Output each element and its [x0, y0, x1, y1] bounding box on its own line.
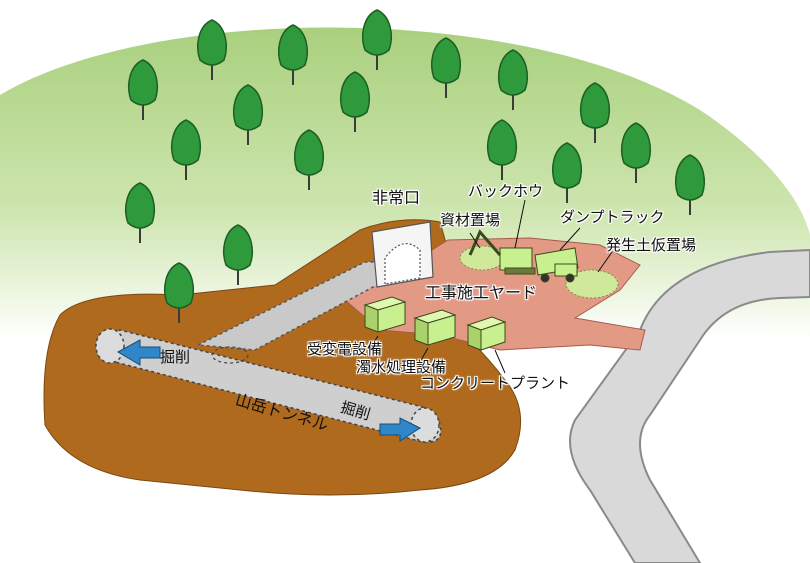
label-substation: 受変電設備	[307, 340, 383, 358]
tree	[128, 59, 158, 120]
tree	[621, 122, 651, 183]
tree	[125, 182, 155, 243]
label-emergency-exit: 非常口	[372, 188, 421, 207]
tree	[197, 19, 227, 80]
label-spoil-yard: 発生土仮置場	[606, 236, 697, 254]
tree	[675, 154, 705, 215]
label-material-yard: 資材置場	[440, 211, 501, 229]
tree	[171, 119, 201, 180]
label-excavation-left: 掘削	[160, 348, 191, 366]
tunnel-portal-right	[410, 407, 440, 443]
tree	[164, 262, 194, 323]
label-backhoe: バックホウ	[468, 182, 544, 200]
tunnel-junction	[211, 346, 249, 364]
material-yard-circle	[459, 245, 505, 271]
tree	[580, 82, 610, 143]
concrete-plant-box	[466, 316, 507, 351]
dump-truck	[534, 247, 579, 283]
tree	[362, 9, 392, 70]
tree	[233, 84, 263, 145]
excavation-arrow-right	[379, 417, 422, 442]
label-dump-truck: ダンプトラック	[560, 208, 665, 226]
trees	[125, 9, 705, 323]
tree	[552, 142, 582, 203]
excavation-arrow-left	[116, 339, 161, 366]
tree	[340, 71, 370, 132]
substation-box	[363, 296, 407, 333]
leader-lines	[369, 199, 613, 374]
backhoe	[468, 229, 536, 275]
tree	[498, 49, 528, 110]
access-road	[569, 248, 810, 563]
label-water-treatment: 濁水処理設備	[356, 358, 447, 376]
tree	[431, 37, 461, 98]
tree	[278, 24, 308, 85]
tree	[487, 119, 517, 180]
tree	[294, 129, 324, 190]
spoil-yard-circle	[565, 269, 619, 299]
label-concrete-plant: コンクリートプラント	[420, 374, 571, 392]
water-treatment-box	[413, 309, 457, 346]
tree	[223, 224, 253, 285]
label-construction-yard: 工事施工ヤード	[425, 283, 538, 302]
tunnel-portal-left	[95, 328, 125, 364]
